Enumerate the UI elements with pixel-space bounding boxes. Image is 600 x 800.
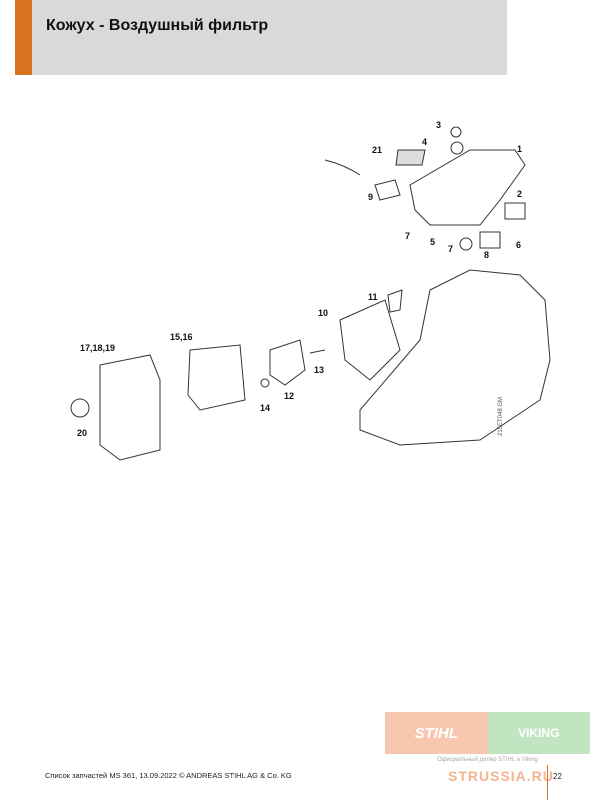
- callout-label: 3: [436, 120, 442, 130]
- callout-label: 1: [517, 144, 523, 154]
- callout-label: 4: [422, 137, 428, 147]
- page-divider: [547, 765, 548, 800]
- part-13: [309, 349, 326, 354]
- header-bar: [15, 0, 507, 75]
- part-8: [479, 231, 501, 249]
- part-11: [387, 289, 403, 313]
- callout-label: 13: [314, 365, 325, 375]
- part-10: [339, 299, 401, 381]
- dealer-logo: STIHL VIKING: [385, 712, 590, 754]
- part-4: [450, 141, 464, 155]
- diagram-code: 215ET048 GM: [498, 396, 504, 436]
- part-12: [269, 339, 306, 386]
- part-engine: [359, 269, 551, 446]
- part-2: [504, 202, 526, 220]
- callout-label: 9: [368, 192, 374, 202]
- part-filter-21: [395, 149, 426, 166]
- part-cable: [324, 159, 361, 176]
- callout-label: 20: [77, 428, 88, 438]
- callout-label: 8: [484, 250, 490, 260]
- callout-label: 10: [318, 308, 329, 318]
- dealer-text: Официальный дилер STIHL и Viking: [437, 757, 538, 763]
- callout-label: 11: [368, 292, 378, 302]
- part-3: [450, 126, 462, 138]
- stihl-logo: STIHL: [385, 712, 488, 754]
- callout-label: 7: [405, 231, 411, 241]
- part-15-16: [187, 344, 246, 411]
- callout-label: 21: [372, 145, 383, 155]
- part-shroud: [409, 149, 526, 226]
- callout-label: 5: [430, 237, 436, 247]
- header-accent: [15, 0, 32, 75]
- part-17-18-19: [99, 354, 161, 461]
- callout-label: 15,16: [170, 332, 193, 342]
- callout-label: 6: [516, 240, 522, 250]
- page-number: 22: [553, 772, 562, 781]
- viking-logo: VIKING: [487, 712, 590, 754]
- callout-label: 2: [517, 189, 523, 199]
- callout-label: 17,18,19: [80, 343, 116, 353]
- callout-label: 14: [260, 403, 271, 413]
- part-20: [70, 398, 90, 418]
- callout-label: 7: [448, 244, 454, 254]
- footer-text: Список запчастей MS 361, 13.09.2022 © AN…: [45, 771, 292, 780]
- callout-label: 12: [284, 391, 295, 401]
- site-watermark: STRUSSIA.RU: [448, 768, 554, 784]
- page-title: Кожух - Воздушный фильтр: [46, 17, 269, 34]
- part-5: [459, 237, 473, 251]
- part-14: [260, 378, 270, 388]
- part-9: [374, 179, 401, 201]
